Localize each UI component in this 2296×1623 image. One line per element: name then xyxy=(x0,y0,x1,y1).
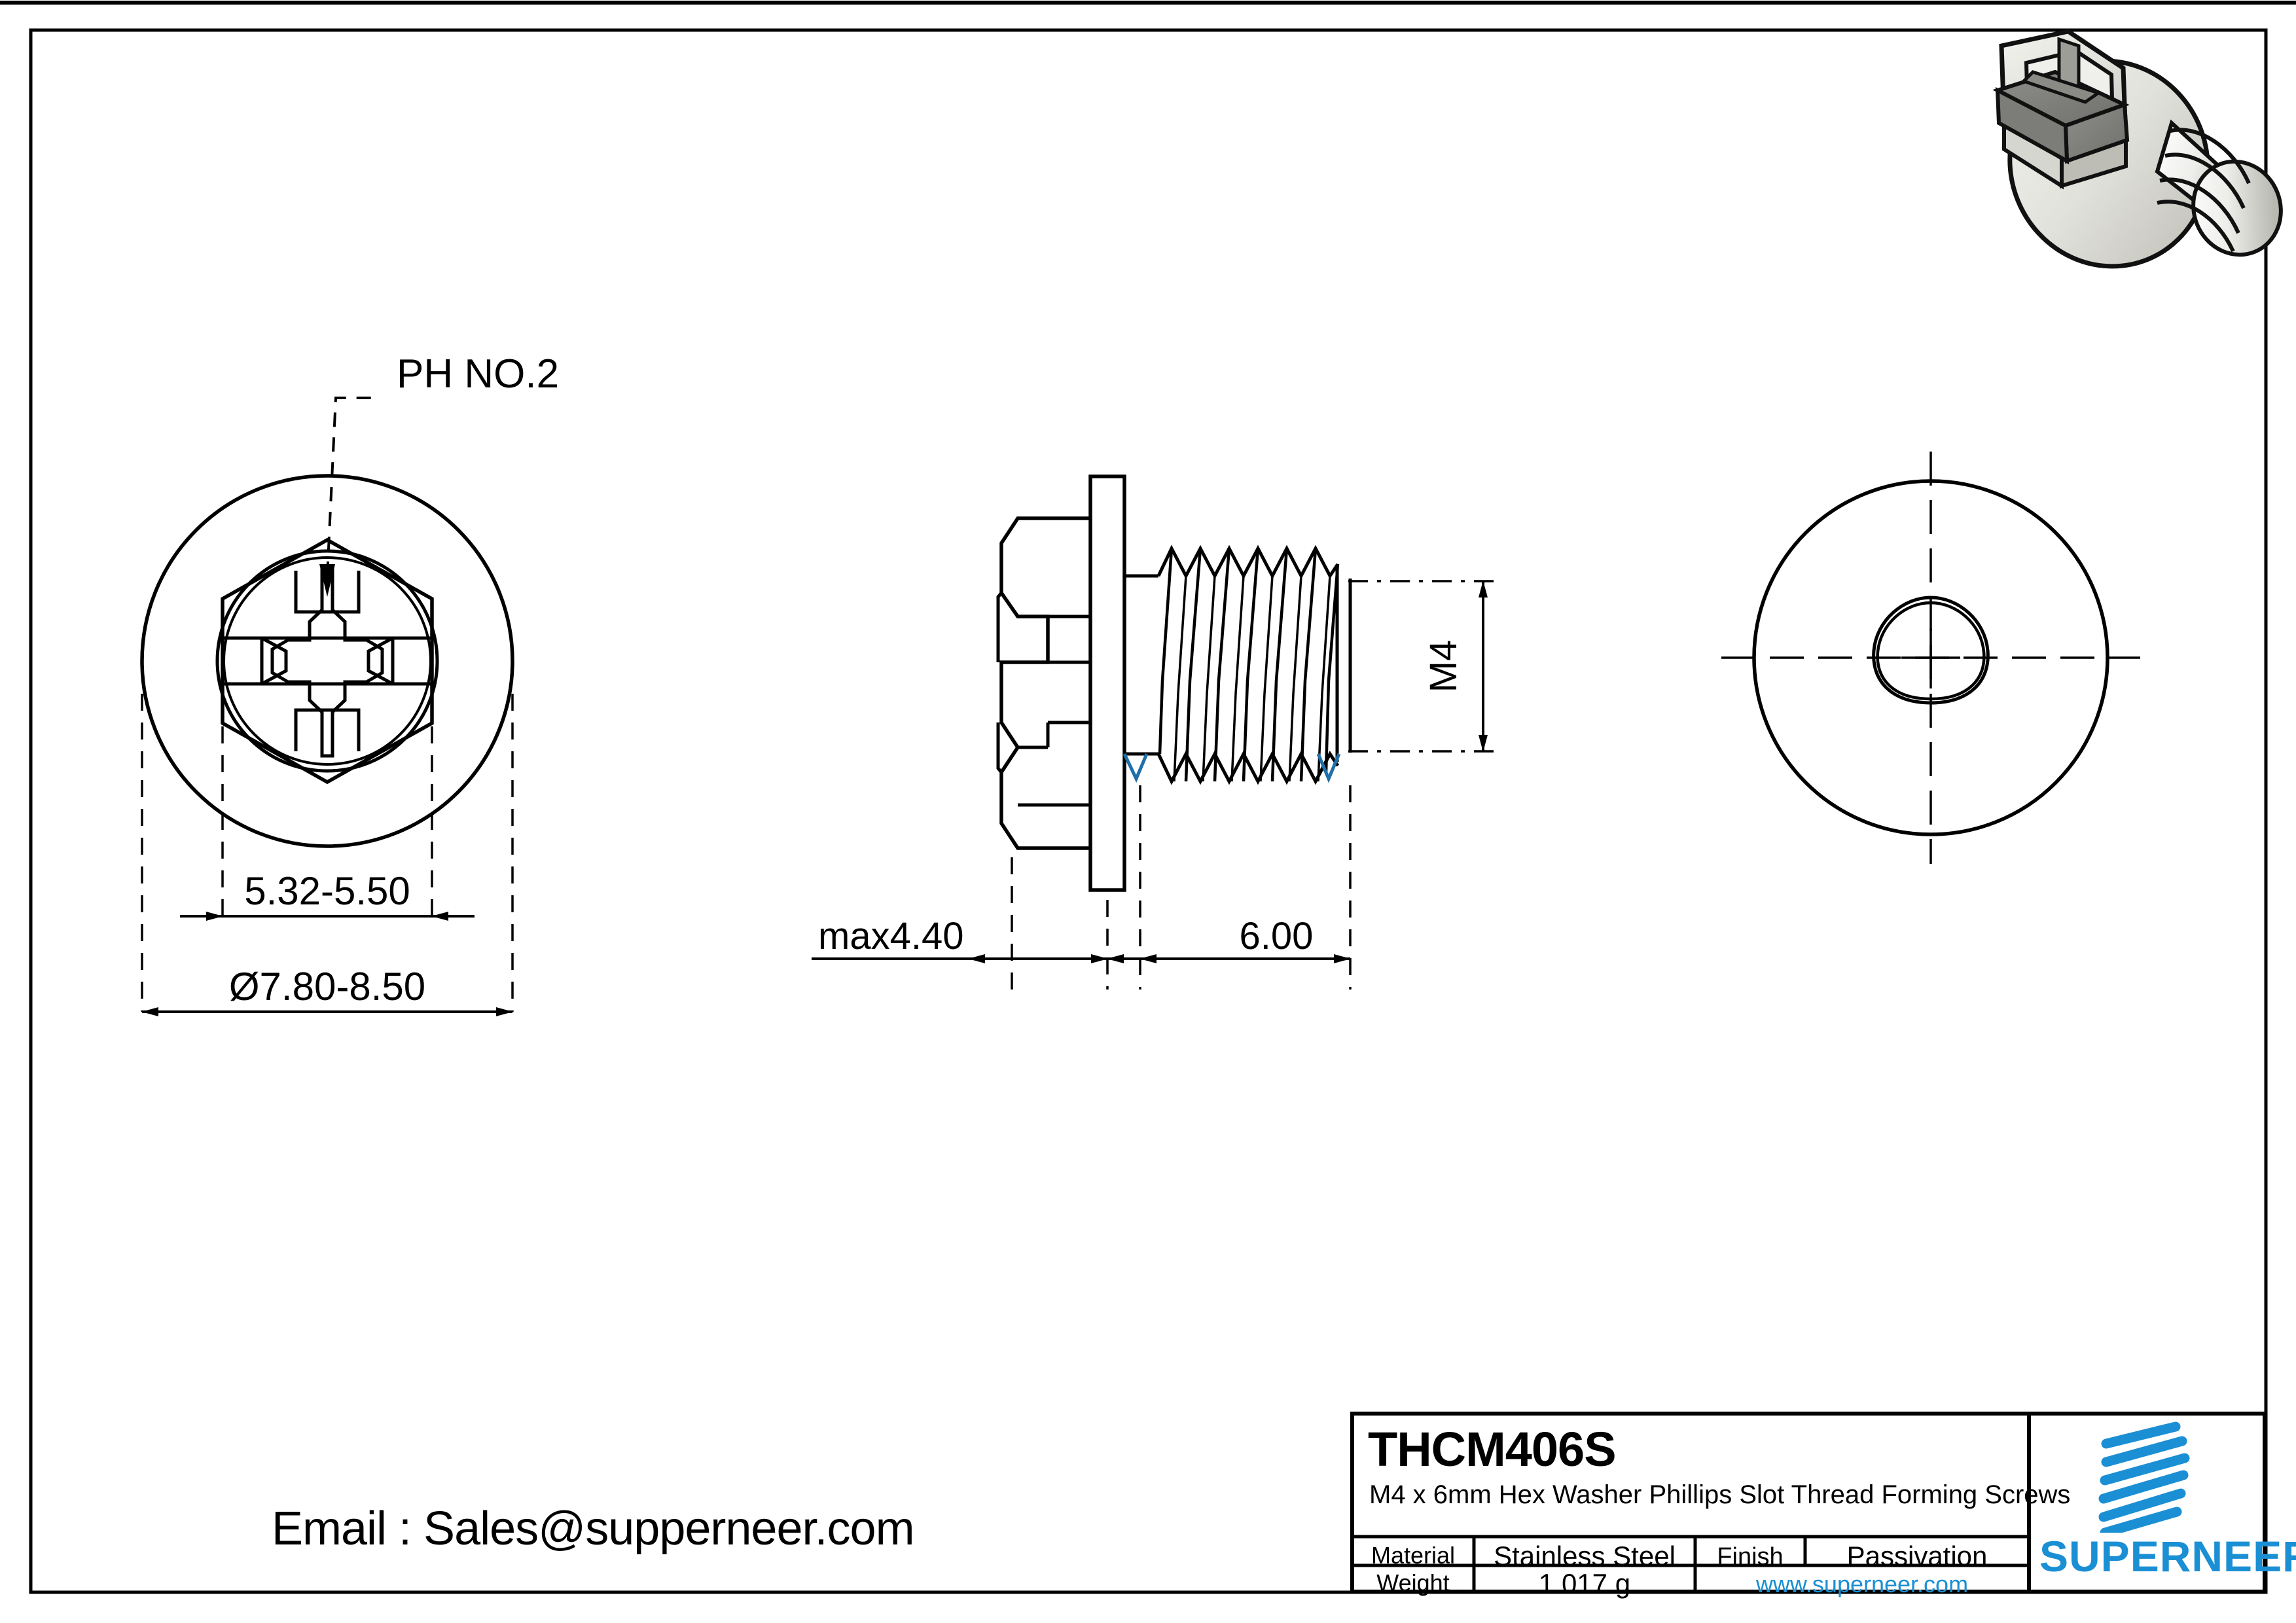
ph-callout-label: PH NO.2 xyxy=(397,351,559,397)
iso-hex-head xyxy=(1992,29,2130,190)
superneer-logo-mark xyxy=(2098,1421,2210,1533)
washer-flange xyxy=(1088,474,1126,892)
weight-label: Weight xyxy=(1376,1569,1450,1596)
recess-circle-outer xyxy=(215,549,439,773)
dim-label-washer-diameter: Ø7.80-8.50 xyxy=(229,965,425,1008)
straight-slot xyxy=(223,636,432,686)
head-end-view xyxy=(140,397,514,1016)
finish-value: Passivation xyxy=(1846,1541,1988,1571)
washer-outline xyxy=(140,474,514,848)
dim-label-thread-length: 6.00 xyxy=(1240,915,1314,957)
ph-callout-arrowhead xyxy=(319,564,335,597)
point-view-centre-lines xyxy=(1721,452,2140,864)
ph-callout-leader xyxy=(326,397,373,577)
recess-circle-inner xyxy=(223,556,432,766)
dim-label-across-flats: 5.32-5.50 xyxy=(244,869,410,913)
title-block-part-number: THCM406S xyxy=(1368,1422,1617,1476)
website-link[interactable]: www.superneer.com xyxy=(1755,1571,1969,1597)
thread-helix-lines xyxy=(1158,548,1340,782)
thread-end xyxy=(1335,567,1352,762)
phillips-wing-tapers xyxy=(294,571,361,751)
title-block-description: M4 x 6mm Hex Washer Phillips Slot Thread… xyxy=(1369,1480,2071,1509)
weight-value: 1.017 g xyxy=(1538,1568,1631,1599)
head-extension-lines xyxy=(141,694,514,1012)
phillips-cross-recess xyxy=(270,564,384,758)
finish-label: Finish xyxy=(1717,1543,1784,1571)
point-end-view xyxy=(1721,452,2140,864)
title-block-frame xyxy=(1350,1412,2267,1594)
side-view-dimensions xyxy=(812,580,1499,990)
hex-head-profile xyxy=(999,516,1090,850)
thread-runout-marks xyxy=(1122,753,1341,783)
thread-crest-top xyxy=(1157,544,1340,580)
material-label: Material xyxy=(1371,1542,1456,1569)
iso-threaded-shank xyxy=(2155,119,2283,257)
superneer-wordmark: SUPERNEER xyxy=(2039,1532,2296,1580)
dim-label-head-height: max4.40 xyxy=(818,915,963,957)
hex-outline xyxy=(221,537,434,785)
thread-crest-bottom xyxy=(1157,750,1340,785)
material-value: Stainless Steel xyxy=(1494,1541,1676,1571)
side-elevation-view xyxy=(996,474,1352,892)
contact-email: Email : Sales@supperneer.com xyxy=(272,1503,915,1555)
thread-root-lines xyxy=(1124,574,1158,756)
isometric-3d-view xyxy=(1992,29,2283,269)
dim-label-m4: M4 xyxy=(1422,640,1465,693)
hex-head-left-edges xyxy=(996,592,1003,774)
hex-head-bands xyxy=(1018,615,1090,850)
